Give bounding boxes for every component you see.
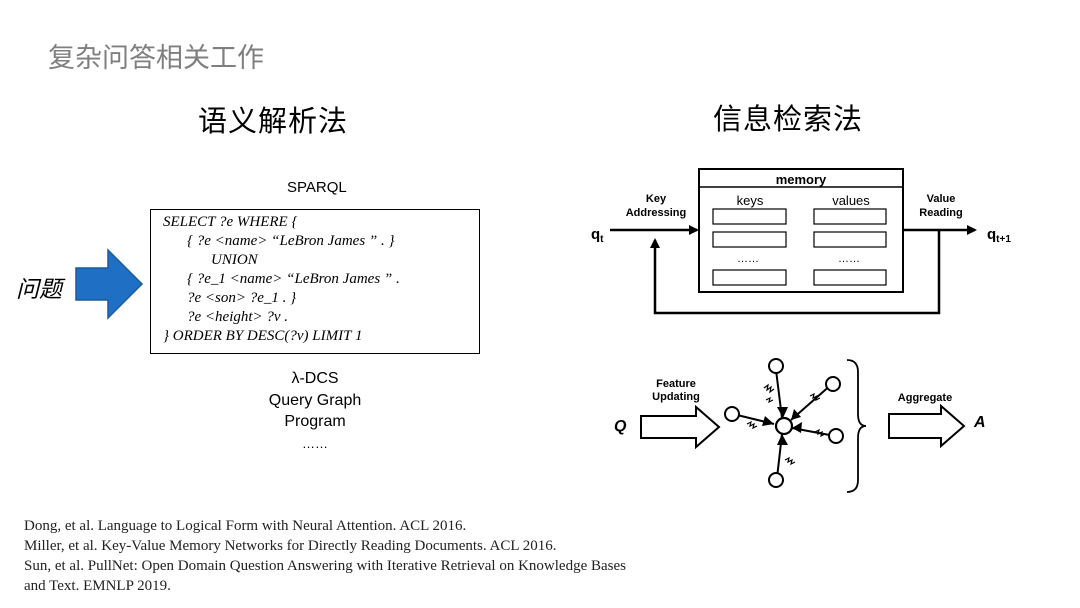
reference-item: Sun, et al. PullNet: Open Domain Questio…: [24, 558, 626, 574]
graph-node: [828, 428, 844, 444]
a-label: A: [973, 414, 986, 431]
question-label: 问题: [16, 277, 62, 302]
reference-item: Miller, et al. Key-Value Memory Networks…: [24, 538, 557, 554]
graph-node: [768, 472, 784, 488]
sparql-line: { ?e_1 <name> “LeBron James ” .: [187, 271, 400, 287]
key-addressing-label: Key: [646, 193, 667, 205]
sparql-line: { ?e <name> “LeBron James ” . }: [187, 233, 395, 249]
sparql-line: ?e <son> ?e_1 . }: [187, 290, 297, 306]
sparql-line: SELECT ?e WHERE {: [163, 214, 298, 230]
value-slot: [813, 208, 887, 225]
reference-item: Dong, et al. Language to Logical Form wi…: [24, 518, 467, 534]
values-label: values: [832, 193, 870, 208]
q-input-arrow: [640, 404, 721, 450]
sparql-line: ?e <height> ?v .: [187, 309, 289, 325]
graph-node: [825, 376, 841, 392]
keys-label: keys: [737, 193, 764, 208]
alt-item: Program: [284, 413, 346, 430]
alternative-representations: λ-DCS Query Graph Program ……: [250, 368, 380, 454]
references: Dong, et al. Language to Logical Form wi…: [24, 516, 626, 596]
graph-node: [768, 358, 784, 374]
values-ellipsis: ……: [838, 253, 860, 265]
alt-item: Query Graph: [268, 391, 362, 409]
sparql-label: SPARQL: [287, 179, 347, 196]
alt-item: ……: [302, 435, 328, 451]
aggregate-arrow: [888, 403, 966, 449]
feature-updating-label: Feature: [656, 378, 696, 390]
q-t1-label: qt+1: [987, 226, 1011, 245]
key-slot: [712, 208, 787, 225]
value-slot: [813, 231, 887, 248]
aggregate-label: Aggregate: [898, 392, 952, 404]
sparql-query-box: SELECT ?e WHERE { { ?e <name> “LeBron Ja…: [150, 209, 480, 354]
information-retrieval-title: 信息检索法: [713, 102, 864, 136]
q-t-label: qt: [591, 226, 604, 245]
semantic-parsing-title: 语义解析法: [198, 104, 349, 138]
page-title: 复杂问答相关工作: [48, 43, 264, 74]
feature-updating-label: Updating: [652, 391, 700, 403]
reference-item: and Text. EMNLP 2019.: [24, 578, 171, 594]
key-addressing-label: Addressing: [626, 207, 687, 219]
value-reading-label: Value: [927, 193, 956, 205]
input-arrow-icon: [75, 248, 144, 320]
alt-item: λ-DCS: [291, 370, 339, 387]
key-slot: [712, 231, 787, 248]
key-slot: [712, 269, 787, 286]
sparql-line: UNION: [211, 252, 258, 268]
keys-ellipsis: ……: [737, 253, 759, 265]
value-reading-label: Reading: [919, 207, 962, 219]
memory-network-diagram: memory keys values …… …… Key Addressing …: [591, 168, 1011, 315]
aggregation-brace: [846, 359, 867, 493]
memory-label: memory: [776, 172, 827, 187]
graph-node: [724, 406, 740, 422]
value-slot: [813, 269, 887, 286]
sparql-line: } ORDER BY DESC(?v) LIMIT 1: [163, 328, 363, 344]
q-label: Q: [614, 418, 627, 435]
graph-aggregation-diagram: Q Feature Updating Aggregate A: [614, 358, 986, 493]
center-node: [774, 416, 794, 436]
